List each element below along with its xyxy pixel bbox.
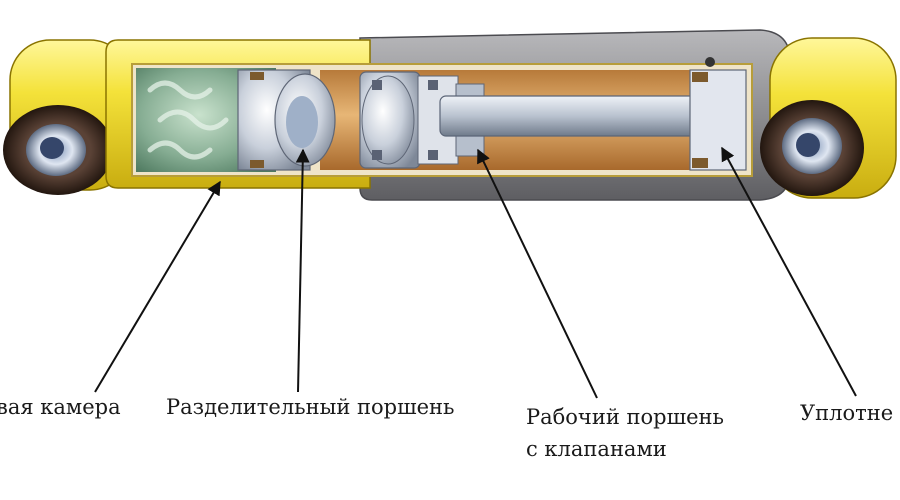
- cutaway-interior: [131, 57, 753, 177]
- arrow-gas-chamber: [94, 180, 221, 393]
- left-mount-eye: [3, 39, 131, 195]
- label-separating-piston: Разделительный поршень: [166, 395, 455, 419]
- separating-piston: [237, 69, 336, 171]
- label-gas-chamber: вая камера: [0, 395, 121, 419]
- arrow-working-piston: [477, 148, 598, 399]
- leader-arrows: [94, 146, 857, 399]
- arrow-seal: [721, 146, 857, 397]
- label-working-piston-line2: с клапанами: [526, 437, 667, 461]
- rod-seal: [689, 57, 747, 171]
- label-working-piston-line1: Рабочий поршень: [526, 405, 724, 429]
- label-seal: Уплотне: [800, 401, 894, 425]
- right-mount-eye: [760, 37, 897, 199]
- arrow-separating-piston: [295, 148, 310, 393]
